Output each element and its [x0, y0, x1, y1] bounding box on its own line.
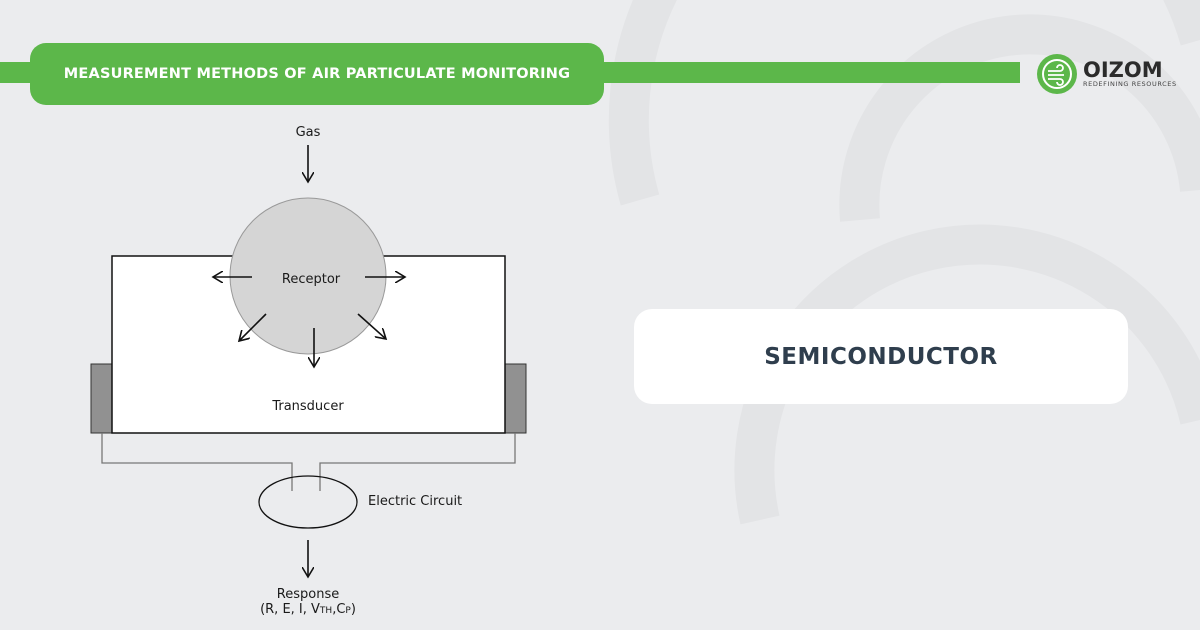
wires: [101, 433, 516, 491]
receptor-label: Receptor: [282, 272, 341, 287]
electrode-right: [504, 363, 527, 434]
logo-tagline: REDEFINING RESOURCES: [1083, 80, 1177, 88]
wind-logo-icon: [1037, 54, 1077, 94]
header-title: MEASUREMENT METHODS OF AIR PARTICULATE M…: [63, 66, 571, 82]
receptor-circle: [229, 197, 387, 355]
diffusion-arrows: [213, 277, 405, 367]
electric-circuit: [258, 475, 358, 529]
response-params: (R, E, I, VTH,CP): [260, 602, 356, 617]
circuit-label: Electric Circuit: [368, 494, 462, 509]
oizom-logo: OIZOM REDEFINING RESOURCES: [1036, 53, 1177, 95]
header-title-pill: MEASUREMENT METHODS OF AIR PARTICULATE M…: [30, 43, 604, 105]
method-label: SEMICONDUCTOR: [764, 343, 998, 370]
method-card: SEMICONDUCTOR: [634, 309, 1128, 404]
response-label: Response: [277, 587, 339, 602]
gas-label: Gas: [296, 125, 321, 140]
transducer-label: Transducer: [271, 399, 344, 414]
logo-brand: OIZOM: [1083, 58, 1163, 82]
watermark: [608, 0, 1200, 525]
electrode-left: [90, 363, 113, 434]
